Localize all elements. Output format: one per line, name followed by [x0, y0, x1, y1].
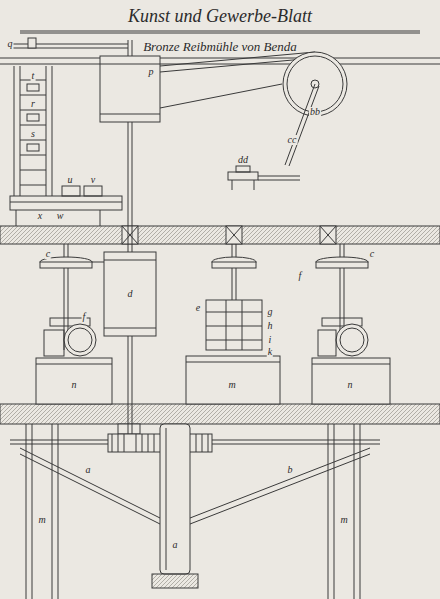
callout-letter: i	[268, 335, 273, 345]
callout-letter: w	[56, 211, 65, 221]
callout-letter: v	[90, 175, 96, 185]
callout-letter: f	[298, 271, 303, 281]
callout-letter: n	[347, 380, 354, 390]
callout-letter: n	[71, 380, 78, 390]
callout-letter: x	[37, 211, 43, 221]
callout-letter: g	[267, 307, 274, 317]
callout-letter: d	[127, 289, 134, 299]
callout-letter: s	[30, 129, 36, 139]
callout-letter: r	[30, 99, 36, 109]
callout-letter: u	[67, 175, 74, 185]
callout-letter: b	[287, 465, 294, 475]
callout-letter: e	[195, 303, 201, 313]
callout-letter: dd	[237, 155, 249, 165]
callout-letter: m	[339, 515, 348, 525]
callout-letter: k	[267, 347, 273, 357]
callout-letter: a	[85, 465, 92, 475]
callout-letter: f	[82, 312, 87, 322]
callout-letter: c	[45, 249, 51, 259]
callout-letter: m	[227, 380, 236, 390]
callout-letter: q	[7, 39, 14, 49]
callout-letter: bb	[309, 107, 321, 117]
callout-letter: p	[148, 67, 155, 77]
callout-letter: c	[369, 249, 375, 259]
plate-title: Kunst und Gewerbe-Blatt	[128, 7, 312, 25]
callout-letter: t	[31, 71, 36, 81]
callout-letter: cc	[287, 135, 298, 145]
callout-letter: h	[267, 321, 274, 331]
plate-subtitle: Bronze Reibmühle von Benda	[142, 40, 298, 53]
callout-letter: a	[172, 540, 179, 550]
callout-letter: m	[37, 515, 46, 525]
